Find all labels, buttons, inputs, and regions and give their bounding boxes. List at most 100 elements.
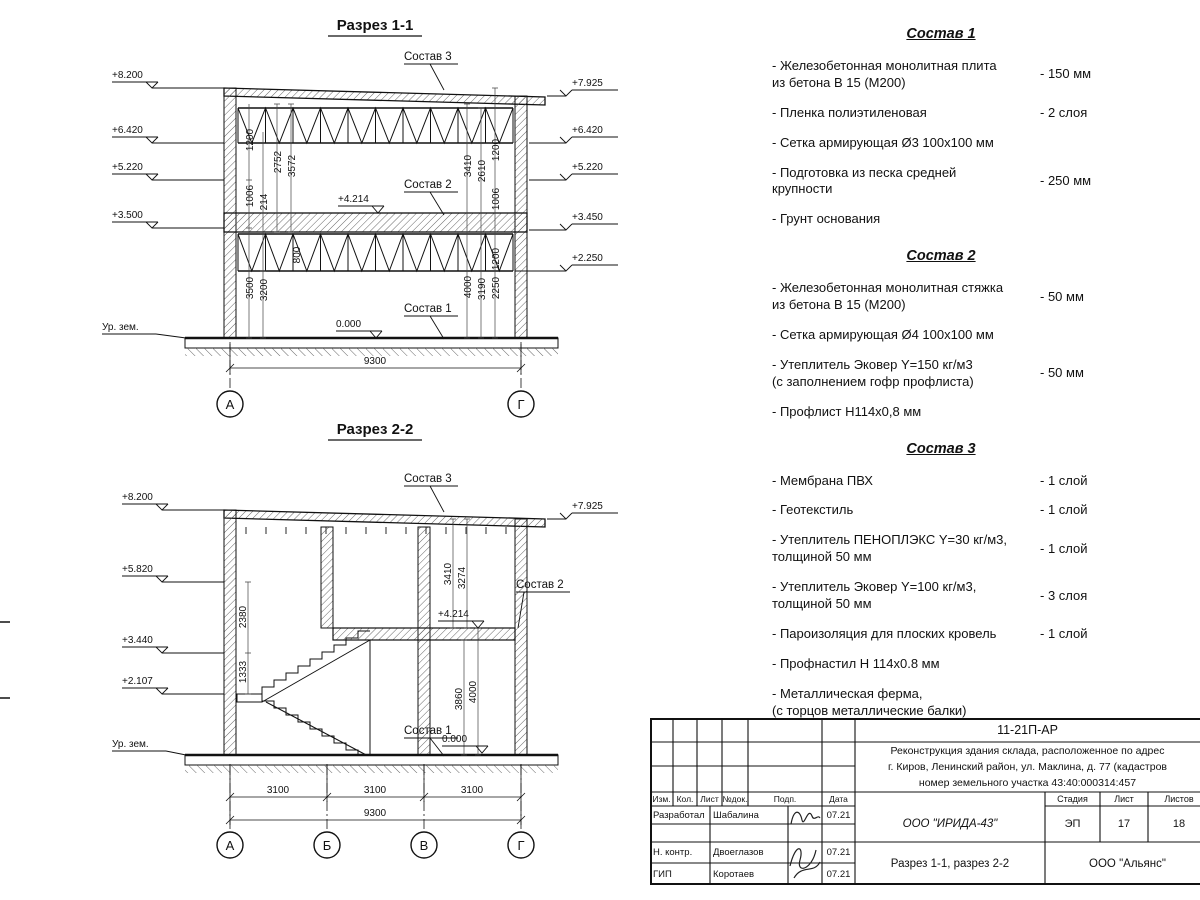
- dimension-label: 1006: [491, 187, 502, 210]
- project-name-line: г. Киров, Ленинский район, ул. Маклина, …: [887, 761, 1168, 773]
- elevation-label: +7.925: [572, 501, 603, 512]
- item-text: - Профнастил Н 114х0.8 мм: [772, 655, 940, 671]
- layer-refs: Состав 3 Состав 2 Состав 1 +4.214 0.000: [336, 51, 458, 340]
- layer-ref-label: Состав 1: [404, 725, 452, 737]
- elevation-marks-left: +8.200 +5.820 +3.440 +2.107 Ур. зем.: [112, 492, 224, 756]
- ground-level-label: Ур. зем.: [112, 739, 149, 750]
- elevation-label: +5.820: [122, 564, 153, 575]
- elevation-marks-right: +7.925: [547, 501, 618, 520]
- elevation-label: +8.200: [122, 492, 153, 503]
- row-date: 07.21: [826, 809, 851, 821]
- elevation-label: +5.220: [112, 162, 143, 173]
- dimension-label: 3100: [267, 785, 290, 796]
- list-item: - Утеплитель Эковер Y=150 кг/м3 (с запол…: [772, 357, 1110, 391]
- item-text: - Утеплитель Эковер Y=150 кг/м3 (с запол…: [772, 356, 974, 389]
- item-qty: - 1 слой: [1040, 625, 1088, 641]
- layer-ref-label: Состав 2: [404, 179, 452, 191]
- list-item: - Профнастил Н 114х0.8 мм: [772, 656, 1110, 673]
- section-title: Разрез 1-1: [337, 17, 414, 34]
- dimension-label: 3500: [245, 276, 256, 299]
- dimension-label: 3410: [443, 562, 454, 585]
- dimension-label: 1006: [245, 184, 256, 207]
- composition-1-title: Состав 1: [906, 26, 976, 42]
- design-org: ООО "ИРИДА-43": [902, 818, 998, 830]
- col-header-kol: Кол.: [676, 794, 694, 804]
- item-text: - Пленка полиэтиленовая: [772, 104, 927, 120]
- item-qty: - 150 мм: [1040, 66, 1092, 82]
- item-text: - Мембрана ПВХ: [772, 472, 873, 488]
- document-code: 11-21П-АР: [997, 723, 1058, 737]
- dimension-label: 2250: [491, 276, 502, 299]
- row-role: ГИП: [653, 868, 672, 880]
- dimension-label: 9300: [364, 808, 387, 819]
- list-item: - Пленка полиэтиленовая- 2 слоя: [772, 105, 1110, 122]
- elevation-label: +6.420: [572, 125, 603, 136]
- list-item: - Мембрана ПВХ - 1 слой: [772, 473, 1110, 490]
- elevation-label: +8.200: [112, 70, 143, 81]
- composition-lists: Состав 1 - Железобетонная монолитная пли…: [772, 20, 1110, 732]
- dimension-label: 3410: [463, 154, 474, 177]
- axis-label: А: [226, 397, 235, 412]
- axis-label: В: [420, 838, 429, 853]
- signature: [790, 811, 821, 825]
- floor-slab: [332, 627, 516, 641]
- section-2-2: Разрез 2-2: [112, 421, 618, 859]
- title-block: 11-21П-АР Реконструкция здания склада, р…: [650, 718, 1200, 885]
- dimension-label: 3100: [364, 785, 387, 796]
- elevation-marks-right: +7.925 +6.420 +5.220 +3.450 +2.250: [515, 78, 618, 272]
- elevation-label: +2.250: [572, 253, 603, 264]
- ground-slab: [184, 753, 559, 773]
- item-text: - Сетка армирующая Ø3 100х100 мм: [772, 134, 994, 150]
- dimension-labels: 1200 1006 214 2752 3572 3500 3200 800 34…: [245, 128, 502, 301]
- col-header-izm: Изм.: [652, 794, 671, 804]
- composition-2-title: Состав 2: [906, 248, 976, 265]
- row-name: Шабалина: [713, 809, 759, 821]
- dimension-label: 4000: [463, 275, 474, 298]
- axes: А Г: [216, 342, 535, 418]
- bottom-dimension: 3100 3100 3100 9300: [225, 764, 526, 825]
- list-item: - Профлист Н114х0,8 мм: [772, 404, 1110, 421]
- dimension-label: 3860: [454, 687, 465, 710]
- axis-label: Г: [517, 838, 524, 853]
- axis-label: Б: [323, 838, 332, 853]
- ground-level-label: Ур. зем.: [102, 322, 139, 333]
- client-org: ООО "Альянс": [1089, 857, 1166, 870]
- list-item: - Пароизоляция для плоских кровель- 1 сл…: [772, 626, 1110, 643]
- stage-header: Стадия: [1057, 794, 1088, 804]
- col-header-list: Лист: [700, 794, 719, 804]
- list-item: - Металлическая ферма, (с торцов металли…: [772, 686, 1110, 720]
- stage-value: ЭП: [1064, 818, 1081, 830]
- item-qty: - 50 мм: [1040, 365, 1084, 381]
- layer-ref-label: Состав 3: [404, 51, 452, 63]
- list-item: - Подготовка из песка средней крупности-…: [772, 165, 1110, 199]
- item-qty: - 1 слой: [1040, 540, 1088, 556]
- item-text: - Сетка армирующая Ø4 100х100 мм: [772, 327, 994, 343]
- row-role: Н. контр.: [653, 847, 693, 858]
- list-item: - Железобетонная монолитная плита из бет…: [772, 58, 1110, 92]
- item-text: - Геотекстиль: [772, 502, 854, 518]
- project-name-line: номер земельного участка 43:40:000314:45…: [918, 777, 1137, 789]
- roof-slab: [223, 509, 546, 528]
- dimension-label: 1200: [491, 138, 502, 161]
- project-name: Реконструкция здания склада, расположенн…: [855, 742, 1200, 792]
- dimension-label: 1200: [245, 128, 256, 151]
- floor-truss: [237, 232, 514, 273]
- floor-slab: [223, 212, 528, 233]
- elevation-label: +2.107: [122, 676, 153, 687]
- item-qty: - 1 слой: [1040, 472, 1088, 488]
- item-text: - Железобетонная монолитная стяжка из бе…: [772, 280, 1004, 313]
- dimension-label: 214: [259, 193, 270, 210]
- signature: [789, 848, 821, 879]
- staircase: [236, 630, 371, 758]
- dimension-label: 9300: [364, 356, 387, 367]
- dimension-label: 800: [292, 246, 303, 263]
- list-item: - Сетка армирующая Ø3 100х100 мм: [772, 135, 1110, 152]
- dimension-label: 3572: [287, 154, 298, 177]
- item-text: - Утеплитель ПЕНОПЛЭКС Y=30 кг/м3, толщи…: [772, 532, 1008, 565]
- sheet-no-value: 17: [1117, 818, 1131, 830]
- dimension-label: 1200: [491, 247, 502, 270]
- item-text: - Железобетонная монолитная плита из бет…: [772, 58, 997, 90]
- level-label: 0.000: [442, 734, 467, 745]
- dimension-label: 2380: [238, 605, 249, 628]
